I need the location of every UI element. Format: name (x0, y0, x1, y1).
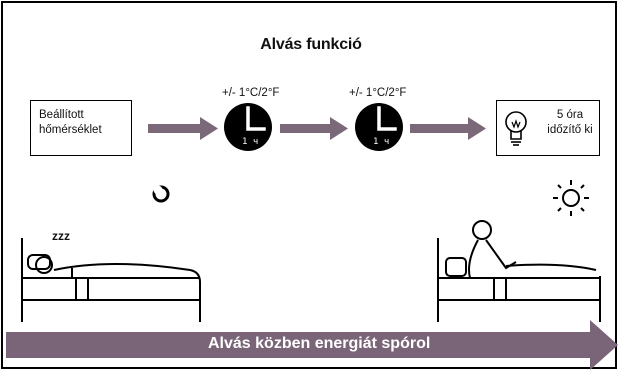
diagram-title: Alvás funkció (260, 36, 362, 53)
sleeping-person-icon (21, 238, 201, 322)
snore-z-small: zzz (52, 229, 70, 243)
moon-icon (152, 185, 170, 203)
temp-step-label-1: +/- 1°C/2°F (222, 87, 280, 99)
energy-saving-banner-text: Alvás közben energiát spórol (208, 335, 431, 352)
timer-off-box: 5 óra időzítő ki (496, 100, 600, 156)
clock-label-1: 1 ч (242, 137, 259, 147)
temp-step-label-2: +/- 1°C/2°F (349, 87, 407, 99)
timer-off-line1: 5 óra (556, 109, 584, 121)
timer-off-line2: időzítő ki (547, 124, 593, 136)
sun-icon (553, 180, 589, 216)
set-temperature-line2: hőmérséklet (39, 124, 102, 136)
set-temperature-line1: Beállított (39, 109, 84, 121)
set-temperature-box: Beállított hőmérséklet (30, 100, 132, 156)
snore-text: zzz (52, 207, 104, 251)
flow-arrow-1 (148, 117, 218, 140)
waking-person-icon (437, 220, 601, 322)
flow-arrow-3 (410, 117, 486, 140)
light-bulb-icon (505, 111, 527, 146)
energy-saving-banner-arrow (6, 320, 618, 370)
flow-arrow-2 (280, 117, 348, 140)
clock-icon (224, 103, 272, 151)
diagram-frame (1, 1, 617, 369)
clock-icon (355, 103, 403, 151)
clock-label-2: 1 ч (373, 137, 390, 147)
